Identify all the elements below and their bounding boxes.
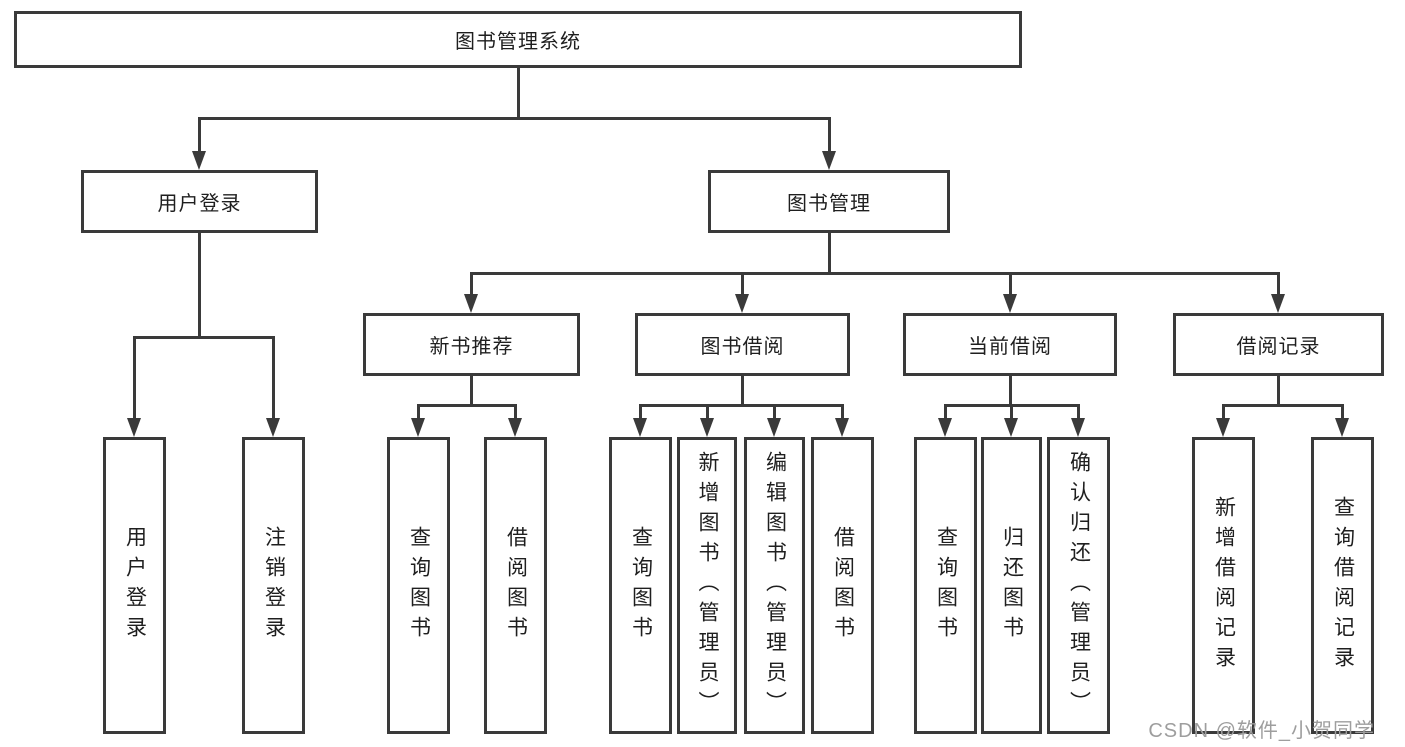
leaf-add-borrow-record-label: 新增借阅记录 <box>1212 495 1236 676</box>
node-current-borrowing: 当前借阅 <box>903 313 1117 376</box>
leaf-query-books-recommend-label: 查询图书 <box>407 525 431 646</box>
arrow-to-query-books-recommend <box>410 405 426 437</box>
arrow-to-leaf-user-login <box>126 337 142 437</box>
connector-book-management-trunk <box>828 233 831 273</box>
connector-level3-bar <box>470 272 1280 275</box>
arrow-to-borrow-books-recommend <box>507 405 523 437</box>
arrow-to-borrowing-records <box>1270 273 1286 313</box>
leaf-query-books-current: 查询图书 <box>914 437 977 734</box>
arrow-to-query-books-current <box>937 405 953 437</box>
node-borrowing-records: 借阅记录 <box>1173 313 1384 376</box>
connector-borrowing-bar <box>639 404 844 407</box>
leaf-add-borrow-record: 新增借阅记录 <box>1192 437 1255 734</box>
leaf-logout: 注销登录 <box>242 437 305 734</box>
leaf-query-borrow-record: 查询借阅记录 <box>1311 437 1374 734</box>
leaf-borrow-books-borrowing-label: 借阅图书 <box>831 525 855 646</box>
node-user-login: 用户登录 <box>81 170 318 233</box>
arrow-to-book-management <box>821 118 837 170</box>
leaf-query-books-recommend: 查询图书 <box>387 437 450 734</box>
connector-borrowing-trunk <box>741 376 744 405</box>
leaf-borrow-books-recommend: 借阅图书 <box>484 437 547 734</box>
leaf-borrow-books-borrowing: 借阅图书 <box>811 437 874 734</box>
arrow-to-edit-book-admin <box>766 405 782 437</box>
leaf-borrow-books-recommend-label: 借阅图书 <box>504 525 528 646</box>
node-new-book-recommendation-label: 新书推荐 <box>429 336 514 358</box>
arrow-to-add-book-admin <box>699 405 715 437</box>
arrow-to-add-borrow-record <box>1215 405 1231 437</box>
leaf-edit-book-admin: 编辑图书（管理员） <box>744 437 805 734</box>
connector-records-bar <box>1222 404 1344 407</box>
leaf-return-books: 归还图书 <box>981 437 1042 734</box>
csdn-watermark: CSDN @软件_小贺同学 <box>1148 720 1375 742</box>
node-new-book-recommendation: 新书推荐 <box>363 313 580 376</box>
leaf-edit-book-admin-label: 编辑图书（管理员） <box>763 450 787 721</box>
leaf-query-borrow-record-label: 查询借阅记录 <box>1331 495 1355 676</box>
node-book-management-label: 图书管理 <box>787 193 871 215</box>
arrow-to-user-login <box>191 118 207 170</box>
leaf-query-books-borrowing-label: 查询图书 <box>629 525 653 646</box>
arrow-to-confirm-return-admin <box>1070 405 1086 437</box>
leaf-user-login: 用户登录 <box>103 437 166 734</box>
arrow-to-current-borrowing <box>1002 273 1018 313</box>
node-user-login-label: 用户登录 <box>157 193 242 215</box>
node-book-management: 图书管理 <box>708 170 950 233</box>
leaf-add-book-admin-label: 新增图书（管理员） <box>696 450 719 721</box>
arrow-to-return-books <box>1003 405 1019 437</box>
leaf-user-login-label: 用户登录 <box>123 525 147 646</box>
node-borrowing-records-label: 借阅记录 <box>1236 336 1321 358</box>
leaf-add-book-admin: 新增图书（管理员） <box>677 437 737 734</box>
arrow-to-leaf-logout <box>265 337 281 437</box>
node-library-system: 图书管理系统 <box>14 11 1022 68</box>
arrow-to-query-borrow-record <box>1334 405 1350 437</box>
arrow-to-book-borrowing <box>734 273 750 313</box>
leaf-query-books-borrowing: 查询图书 <box>609 437 672 734</box>
connector-level2-bar <box>198 117 831 120</box>
node-library-system-label: 图书管理系统 <box>455 31 581 53</box>
leaf-return-books-label: 归还图书 <box>1000 525 1024 646</box>
node-book-borrowing-label: 图书借阅 <box>700 336 785 358</box>
connector-recommend-trunk <box>470 376 473 405</box>
arrow-to-query-books-borrowing <box>632 405 648 437</box>
connector-root-trunk <box>517 68 520 118</box>
arrow-to-borrow-books-borrowing <box>834 405 850 437</box>
leaf-logout-label: 注销登录 <box>262 525 286 646</box>
leaf-confirm-return-admin: 确认归还（管理员） <box>1047 437 1110 734</box>
connector-user-login-bar <box>133 336 275 339</box>
node-current-borrowing-label: 当前借阅 <box>968 336 1052 358</box>
connector-recommend-bar <box>417 404 517 407</box>
connector-current-trunk <box>1009 376 1012 405</box>
connector-records-trunk <box>1277 376 1280 405</box>
arrow-to-new-book-recommendation <box>463 273 479 313</box>
node-book-borrowing: 图书借阅 <box>635 313 850 376</box>
connector-user-login-trunk <box>198 233 201 337</box>
leaf-query-books-current-label: 查询图书 <box>934 525 958 646</box>
leaf-confirm-return-admin-label: 确认归还（管理员） <box>1067 450 1091 721</box>
